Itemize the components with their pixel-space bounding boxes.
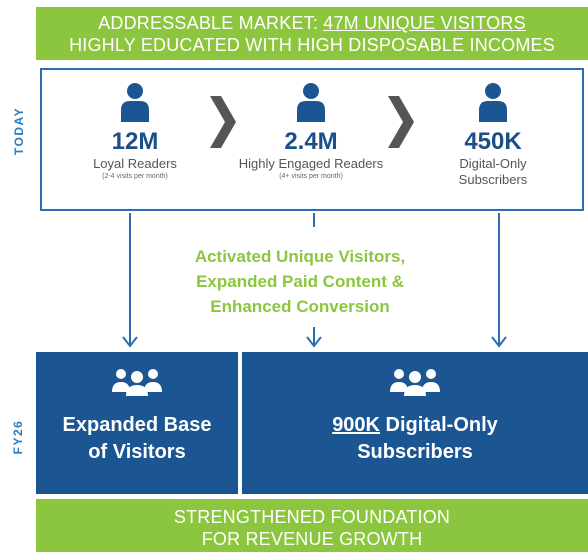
engaged-readers-sub: (4+ visits per month) — [279, 173, 343, 180]
activation-line-2: Expanded Paid Content & — [196, 272, 404, 291]
loyal-readers-value: 12M — [111, 128, 159, 155]
digital-subscribers-column: 450K Digital-Only Subscribers — [428, 82, 558, 188]
group-icon — [112, 369, 162, 396]
loyal-readers-label: Loyal Readers — [93, 156, 177, 171]
banner-line-2: HIGHLY EDUCATED WITH HIGH DISPOSABLE INC… — [69, 35, 555, 55]
target-line-1: 900K Digital-Only — [242, 412, 588, 439]
target-line-1-rest: Digital-Only — [380, 414, 498, 436]
digital-subscribers-target-panel: 900K Digital-Only Subscribers — [242, 352, 588, 494]
addressable-market-banner: ADDRESSABLE MARKET: 47M UNIQUE VISITORS … — [36, 7, 588, 60]
down-arrow-icon — [306, 213, 322, 348]
engaged-readers-label: Highly Engaged Readers — [238, 156, 384, 171]
unique-visitors-figure: 47M UNIQUE VISITORS — [323, 13, 526, 33]
digital-subscribers-label-2: Subscribers — [458, 172, 528, 187]
digital-subscribers-value: 450K — [464, 128, 522, 155]
activation-text: Activated Unique Visitors, Expanded Paid… — [150, 244, 450, 319]
digital-subscribers-label: Digital-Only — [459, 156, 527, 171]
expanded-base-line-2: of Visitors — [88, 441, 186, 463]
bottom-banner-line-2: FOR REVENUE GROWTH — [201, 529, 423, 549]
person-icon — [121, 83, 149, 122]
activation-line-3: Enhanced Conversion — [210, 297, 390, 316]
expanded-base-panel: Expanded Base of Visitors — [36, 352, 238, 494]
chevron-right-icon — [210, 96, 236, 148]
down-arrow-icon — [491, 213, 507, 348]
banner-line-1: ADDRESSABLE MARKET: 47M UNIQUE VISITORS — [36, 12, 588, 34]
fy26-side-label: FY26 — [11, 419, 25, 455]
bottom-banner-line-1: STRENGTHENED FOUNDATION — [173, 507, 451, 527]
today-side-label: TODAY — [12, 106, 26, 156]
activation-line-1: Activated Unique Visitors, — [194, 247, 406, 266]
down-arrow-icon — [122, 213, 138, 348]
chevron-right-icon — [388, 96, 414, 148]
person-icon — [297, 83, 325, 122]
banner-prefix: ADDRESSABLE MARKET: — [98, 13, 324, 33]
person-icon — [479, 83, 507, 122]
group-icon — [390, 369, 440, 396]
target-figure: 900K — [332, 414, 380, 436]
loyal-readers-sub: (2-4 visits per month) — [102, 173, 168, 180]
target-line-2: Subscribers — [357, 441, 473, 463]
engaged-readers-column: 2.4M Highly Engaged Readers (4+ visits p… — [236, 82, 386, 182]
loyal-readers-column: 12M Loyal Readers (2-4 visits per month) — [70, 82, 200, 182]
revenue-growth-banner: STRENGTHENED FOUNDATION FOR REVENUE GROW… — [36, 499, 588, 552]
expanded-base-line-1: Expanded Base — [62, 414, 212, 436]
engaged-readers-value: 2.4M — [284, 128, 338, 155]
